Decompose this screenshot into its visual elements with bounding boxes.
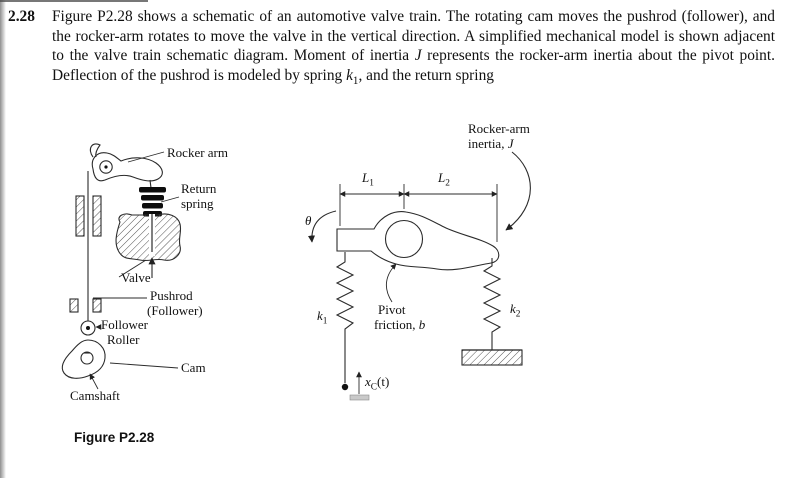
theta-arrow [307, 210, 337, 243]
var-k1: k [346, 66, 353, 84]
pushrod-guide-upper [75, 195, 102, 237]
spring-k1-drawing [335, 252, 355, 383]
cam-label: Cam [181, 360, 206, 375]
pushrod-label: Pushrod(Follower) [147, 288, 203, 318]
friction-arrow [386, 263, 397, 303]
spring-k2-label: k2 [510, 301, 521, 320]
spring-k2-drawing [482, 258, 502, 350]
camshaft-label: Camshaft [70, 388, 120, 403]
cam-drawing [61, 339, 106, 379]
rocker-blob [336, 211, 500, 271]
ground-hatch [461, 349, 523, 366]
input-node [341, 383, 349, 391]
problem-statement: 2.28 Figure P2.28 shows a schematic of a… [8, 7, 775, 87]
dim-L2-label: L2 [438, 170, 450, 189]
rocker-arm-drawing [89, 143, 163, 189]
return-spring-drawing [139, 187, 166, 217]
problem-number: 2.28 [8, 8, 35, 25]
scan-edge-artifact [0, 0, 6, 478]
pushrod-guide-lower [69, 298, 102, 313]
scan-top-line-artifact [0, 0, 148, 2]
cylinder-head-drawing [115, 213, 182, 278]
valve-train-schematic [61, 143, 182, 390]
valve-label: Valve [121, 270, 151, 285]
pivot-circle [384, 219, 424, 259]
mechanical-model [307, 151, 531, 401]
rocker-arm-label: Rocker arm [167, 145, 229, 160]
figure-caption: Figure P2.28 [74, 430, 155, 445]
dimension-lines [339, 184, 498, 242]
problem-text: Figure P2.28 shows a schematic of an aut… [52, 8, 775, 87]
inertia-arrow [505, 151, 531, 231]
follower-roller-drawing [80, 320, 96, 336]
dim-L1-label: L1 [362, 170, 374, 189]
var-J: J [414, 47, 422, 65]
cam-input-label: xC(t) [365, 374, 390, 393]
theta-label: θ [305, 213, 312, 228]
spring-k1-label: k1 [317, 308, 328, 327]
